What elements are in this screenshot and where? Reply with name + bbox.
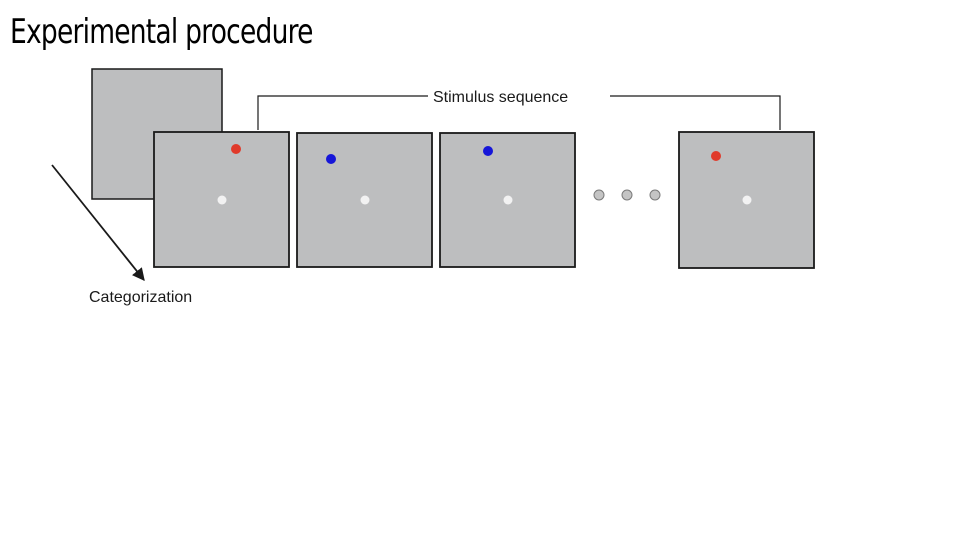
frame-last — [678, 131, 815, 269]
frame-2-fixation-dot — [360, 195, 370, 205]
ellipsis-dot — [649, 189, 661, 201]
frame-2-stimulus-dot — [326, 154, 336, 164]
ellipsis-dot — [593, 189, 605, 201]
sequence-label: Stimulus sequence — [433, 89, 568, 106]
ellipsis — [593, 189, 661, 201]
frame-2 — [296, 132, 433, 268]
slide-title: Experimental procedure — [10, 12, 313, 52]
frame-3 — [439, 132, 576, 268]
frame-last-stimulus-dot — [711, 151, 721, 161]
frame-3-stimulus-dot — [483, 146, 493, 156]
frame-last-fixation-dot — [742, 195, 752, 205]
frame-1-stimulus-dot — [231, 144, 241, 154]
sequence-bracket — [257, 95, 428, 130]
categorization-arrow — [51, 164, 145, 281]
ellipsis-dot — [621, 189, 633, 201]
frame-1-fixation-dot — [217, 195, 227, 205]
categorization-label: Categorization — [89, 289, 192, 306]
frame-3-fixation-dot — [503, 195, 513, 205]
frame-1 — [153, 131, 290, 268]
sequence-bracket-right — [610, 95, 781, 130]
